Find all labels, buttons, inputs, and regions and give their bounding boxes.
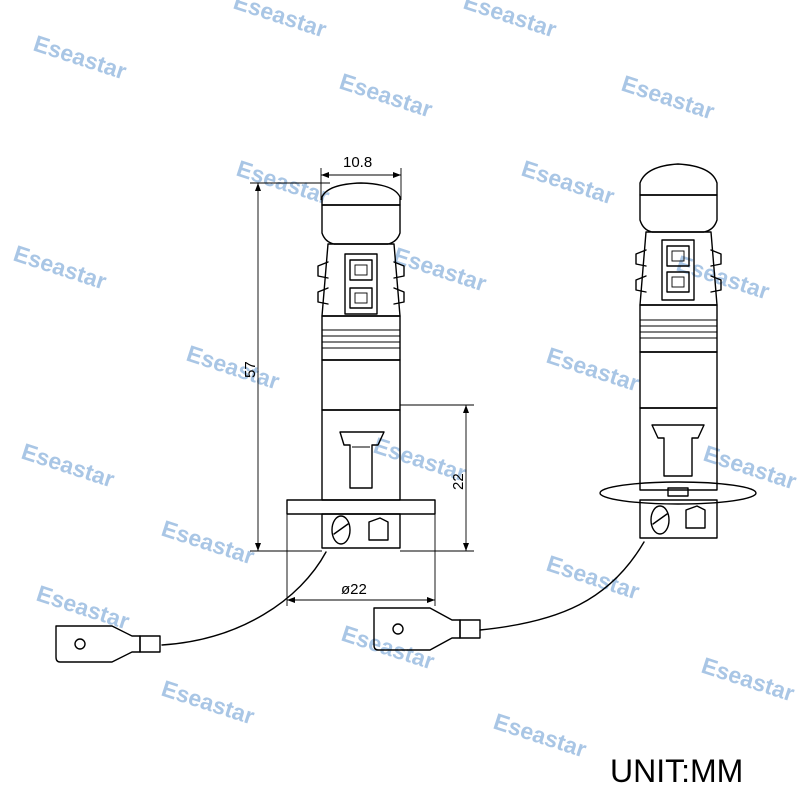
watermark: Eseastar [158,675,257,729]
left-led-panel [344,253,378,315]
left-head-cap [321,204,401,245]
dimension-total-length: 57 [242,361,259,378]
right-connector [639,499,718,539]
left-fin [317,287,329,305]
watermark: Eseastar [518,155,617,209]
left-fin [393,261,405,279]
left-bulb [286,182,436,549]
watermark: Eseastar [338,620,437,674]
watermark: Eseastar [30,30,129,84]
watermark: Eseastar [490,708,589,762]
dimension-annotations: 10.8 57 22 ø22 [242,154,474,606]
right-heatsink [639,351,718,409]
watermark: Eseastar [336,68,435,122]
watermark: Eseastar [700,440,799,494]
watermark: Eseastar [18,438,117,492]
right-head-cap [639,194,718,233]
watermark-layer: Eseastar Eseastar Eseastar Eseastar Esea… [10,0,799,762]
left-fin [393,287,405,305]
watermark: Eseastar [618,70,717,124]
dimension-top-width: 10.8 [343,154,372,171]
dimension-base-height: 22 [450,473,467,490]
right-wire [479,541,645,631]
watermark: Eseastar [230,0,329,42]
right-lens [639,163,718,196]
watermark: Eseastar [698,652,797,706]
right-led-chip [666,271,690,293]
left-led-chip [349,259,373,281]
watermark: Eseastar [183,340,282,394]
watermark: Eseastar [543,342,642,396]
left-wire-terminal [55,551,327,663]
right-led-chip [666,245,690,267]
watermark: Eseastar [460,0,559,42]
left-led-chip [349,287,373,309]
left-connector [321,513,401,549]
left-fin [317,261,329,279]
left-heatsink [321,359,401,411]
dimension-flange-diameter: ø22 [341,581,367,598]
left-flange [286,499,436,515]
right-wire-terminal [373,541,645,651]
right-bulb [599,163,757,539]
watermark: Eseastar [158,515,257,569]
watermark: Eseastar [390,242,489,296]
right-collar [639,304,718,353]
left-lens [321,182,401,206]
right-flange [599,481,757,505]
left-terminal [55,625,141,663]
unit-label: UNIT:MM [610,753,743,789]
right-led-panel [661,239,695,301]
right-socket [639,407,718,491]
watermark: Eseastar [10,240,109,294]
left-collar [321,315,401,361]
watermark: Eseastar [233,155,332,209]
left-wire [161,551,327,646]
